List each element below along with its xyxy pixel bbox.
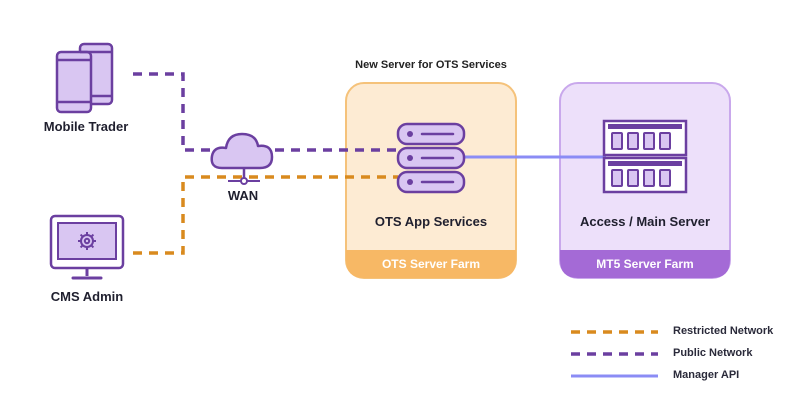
server-stack-icon (396, 122, 466, 194)
mobile-trader-label: Mobile Trader (43, 119, 129, 134)
cloud-icon (210, 132, 274, 185)
ots-service-label: OTS App Services (374, 214, 488, 229)
mobile-devices-icon (55, 42, 114, 114)
cms-admin-label: CMS Admin (50, 289, 124, 304)
server-rack-icon (602, 119, 688, 194)
desktop-monitor-icon (49, 214, 125, 280)
mt5-farm-label: MT5 Server Farm (596, 257, 694, 271)
legend-manager-api-label: Manager API (673, 369, 740, 381)
ots-caption: New Server for OTS Services (355, 59, 507, 71)
ots-farm-label: OTS Server Farm (381, 257, 481, 271)
gear-icon (78, 232, 96, 250)
legend-restricted-label: Restricted Network (673, 325, 774, 337)
legend-public-label: Public Network (673, 347, 753, 359)
wan-label: WAN (227, 188, 259, 203)
mt5-service-label: Access / Main Server (579, 214, 711, 229)
public-network-lines (133, 72, 398, 152)
legend-swatches (571, 330, 658, 378)
restricted-network-lines (133, 175, 398, 255)
